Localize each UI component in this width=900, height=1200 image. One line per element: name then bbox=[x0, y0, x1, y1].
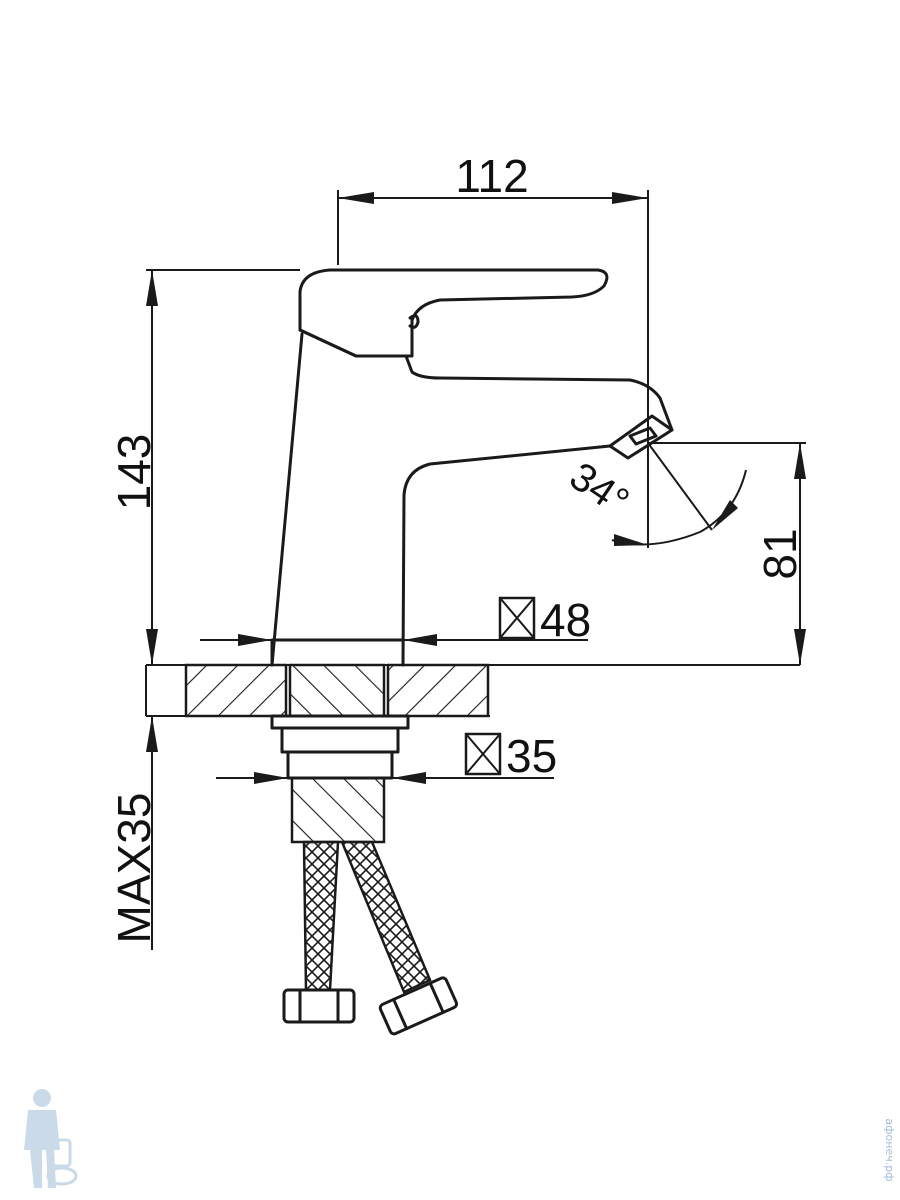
height-label: 143 bbox=[108, 434, 160, 511]
square-cross-icon bbox=[498, 596, 536, 640]
spout-underside bbox=[401, 444, 612, 667]
max-thickness-label: MAX35 bbox=[108, 793, 160, 944]
spout-height-label: 81 bbox=[754, 528, 806, 579]
plumber-logo-icon bbox=[24, 1089, 78, 1188]
body-front bbox=[404, 354, 674, 432]
handle-indicator bbox=[408, 314, 420, 329]
handle-lever bbox=[298, 268, 609, 358]
base-size-label: 48 bbox=[540, 594, 591, 646]
dimension-max-thickness: MAX35 bbox=[108, 716, 160, 950]
dimension-angle: 34° bbox=[562, 442, 747, 546]
angle-label: 34° bbox=[562, 454, 637, 524]
dimension-shank: 35 bbox=[216, 730, 557, 784]
body-base-line bbox=[270, 638, 405, 667]
faucet-body bbox=[270, 268, 674, 667]
dimension-width: 112 bbox=[337, 150, 649, 548]
hose-nut-left bbox=[282, 988, 356, 1024]
aerator bbox=[608, 414, 674, 460]
countertop-section bbox=[145, 663, 800, 718]
watermark-site: афонеч.рф bbox=[883, 1118, 896, 1181]
dimension-base: 48 bbox=[200, 594, 591, 646]
aerator-slot bbox=[628, 426, 658, 446]
dimension-spout-height: 81 bbox=[648, 442, 806, 665]
flex-hoses bbox=[282, 840, 459, 1036]
handle-lower-edge bbox=[298, 328, 358, 358]
body-column bbox=[270, 332, 304, 667]
width-label: 112 bbox=[455, 150, 528, 202]
shank-size-label: 35 bbox=[506, 730, 557, 782]
square-cross-icon bbox=[464, 732, 502, 776]
hose-nut-right bbox=[378, 976, 459, 1036]
mounting-shank bbox=[270, 714, 410, 844]
dimension-height: 143 bbox=[108, 269, 300, 665]
